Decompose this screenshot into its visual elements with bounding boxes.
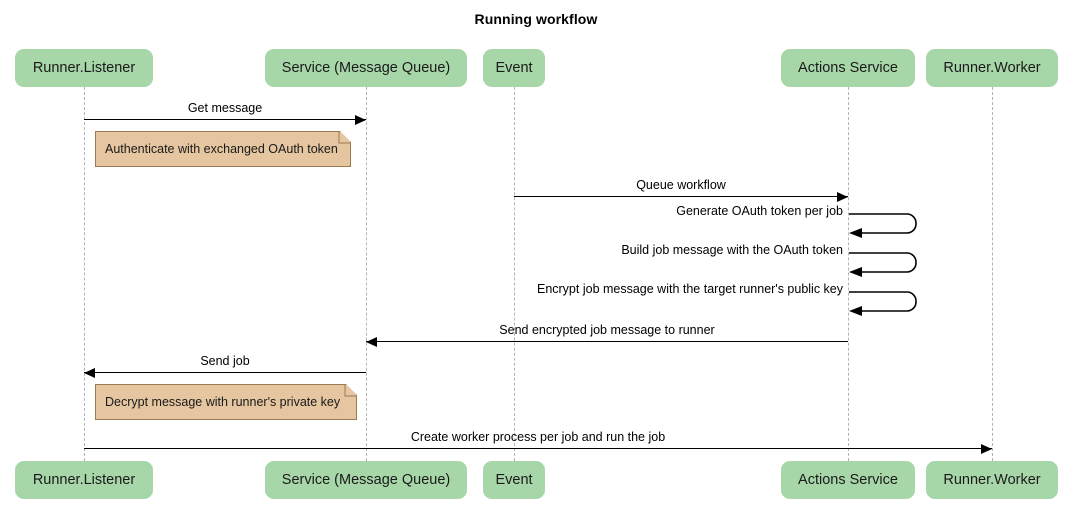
arrowhead-send-encrypted-job-message-to-runner [366,336,377,347]
lifeline-actions-service [848,87,849,461]
participant-top-event[interactable]: Event [483,49,545,87]
note-authenticate-with-exchanged-oauth-token[interactable]: Authenticate with exchanged OAuth token [95,131,351,167]
participant-top-service-message-queue[interactable]: Service (Message Queue) [265,49,467,87]
message-line-send-encrypted-job-message-to-runner[interactable] [366,341,848,342]
participant-bottom-runner-listener[interactable]: Runner.Listener [15,461,153,499]
note-fold-corner-icon [340,131,351,142]
message-label-send-job: Send job [200,354,250,368]
note-label: Decrypt message with runner's private ke… [105,395,341,409]
arrowhead-queue-workflow [837,191,848,202]
participant-label: Event [495,472,533,488]
participant-bottom-service-message-queue[interactable]: Service (Message Queue) [265,461,467,499]
participant-bottom-actions-service[interactable]: Actions Service [781,461,915,499]
lifeline-runner-listener [84,87,85,461]
self-message-generate-oauth-token-per-job[interactable] [848,213,922,243]
participant-label: Runner.Worker [943,472,1041,488]
message-label-queue-workflow: Queue workflow [636,178,726,192]
participant-top-actions-service[interactable]: Actions Service [781,49,915,87]
arrowhead-get-message [355,114,366,125]
lifeline-service-message-queue [366,87,367,461]
participant-label: Runner.Listener [32,472,136,488]
participant-top-runner-worker[interactable]: Runner.Worker [926,49,1058,87]
participant-label: Runner.Worker [943,60,1041,76]
note-fold-corner-icon [346,384,357,395]
arrowhead-create-worker-process-per-job-and-run-the-job [981,443,992,454]
participant-label: Event [495,60,533,76]
message-line-send-job[interactable] [84,372,366,373]
participant-label: Runner.Listener [32,60,136,76]
page-title: Running workflow [474,11,598,27]
note-label: Authenticate with exchanged OAuth token [105,142,338,156]
self-message-encrypt-job-message-with-the-target-runners-public-key[interactable] [848,291,922,321]
message-label-encrypt-job-message-with-the-target-runners-public-key: Encrypt job message with the target runn… [536,282,843,296]
message-label-send-encrypted-job-message-to-runner: Send encrypted job message to runner [499,323,715,337]
message-label-create-worker-process-per-job-and-run-the-job: Create worker process per job and run th… [410,430,666,444]
lifeline-event [514,87,515,461]
participant-bottom-runner-worker[interactable]: Runner.Worker [926,461,1058,499]
arrowhead-send-job [84,367,95,378]
message-line-get-message[interactable] [84,119,366,120]
message-label-get-message: Get message [187,101,263,115]
participant-label: Service (Message Queue) [281,60,451,76]
self-message-build-job-message-with-the-oauth-token[interactable] [848,252,922,282]
participant-label: Actions Service [798,472,898,488]
note-decrypt-message-with-runners-private-key[interactable]: Decrypt message with runner's private ke… [95,384,357,420]
lifeline-runner-worker [992,87,993,461]
participant-top-runner-listener[interactable]: Runner.Listener [15,49,153,87]
participant-label: Service (Message Queue) [281,472,451,488]
message-label-build-job-message-with-the-oauth-token: Build job message with the OAuth token [621,243,843,257]
message-line-queue-workflow[interactable] [514,196,848,197]
message-label-generate-oauth-token-per-job: Generate OAuth token per job [676,204,843,218]
participant-label: Actions Service [798,60,898,76]
participant-bottom-event[interactable]: Event [483,461,545,499]
message-line-create-worker-process-per-job-and-run-the-job[interactable] [84,448,992,449]
